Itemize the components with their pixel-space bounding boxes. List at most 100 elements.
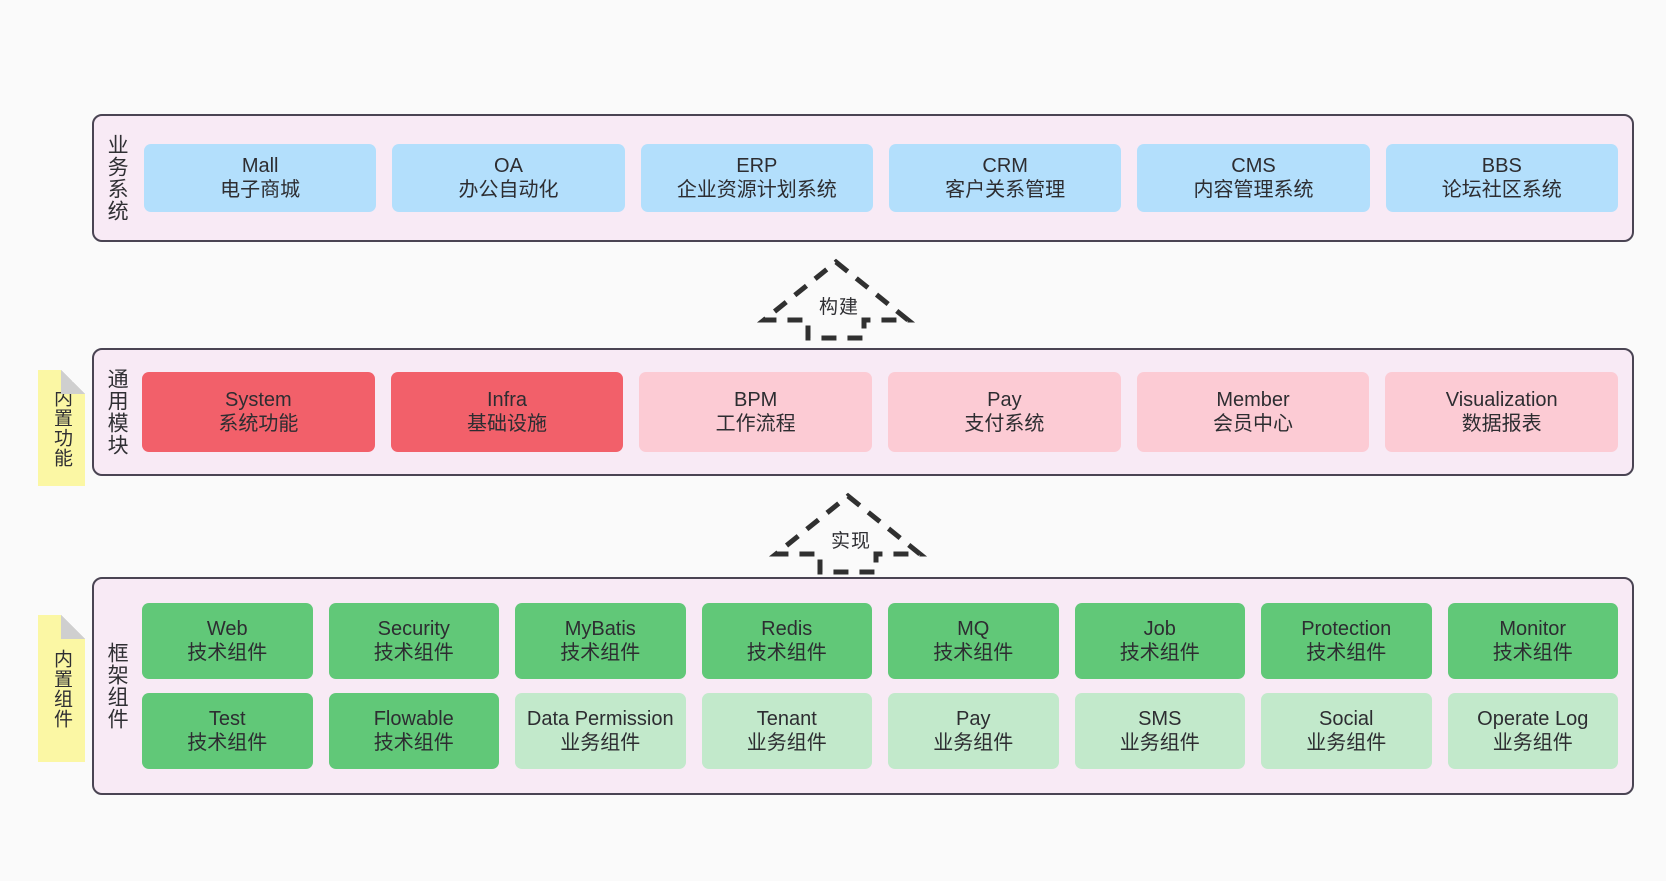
- node-redis-desc: 技术组件: [746, 642, 827, 664]
- node-cms-name: CMS: [1231, 154, 1276, 177]
- node-job[interactable]: Job 技术组件: [1074, 603, 1245, 679]
- node-oa-desc: 办公自动化: [458, 179, 559, 201]
- node-data-permission[interactable]: Data Permission 业务组件: [515, 693, 686, 769]
- node-mall-name: Mall: [241, 154, 279, 177]
- node-mq[interactable]: MQ 技术组件: [888, 603, 1059, 679]
- node-visualization[interactable]: Visualization 数据报表: [1385, 372, 1619, 452]
- row-business-1: Mall 电子商城 OA 办公自动化 ERP 企业资源计划系统 CRM 客户关系…: [144, 144, 1618, 212]
- node-pay-component-desc: 业务组件: [933, 732, 1014, 754]
- node-bbs-desc: 论坛社区系统: [1441, 179, 1562, 201]
- node-crm[interactable]: CRM 客户关系管理: [888, 144, 1122, 212]
- node-pay-module-desc: 支付系统: [964, 413, 1045, 435]
- arrow-build-label: 构建: [819, 297, 860, 318]
- node-flowable-desc: 技术组件: [373, 732, 454, 754]
- node-member-desc: 会员中心: [1213, 413, 1294, 435]
- note-builtin-components: 内置组件: [38, 615, 85, 762]
- node-tenant-name: Tenant: [756, 707, 817, 730]
- node-bpm-name: BPM: [734, 388, 778, 411]
- node-pay-module-name: Pay: [987, 388, 1022, 411]
- node-bbs[interactable]: BBS 论坛社区系统: [1385, 144, 1618, 212]
- node-test[interactable]: Test 技术组件: [142, 693, 313, 769]
- layer-business-systems: 业务系统 Mall 电子商城 OA 办公自动化 ERP 企业资源计划系统 CRM…: [92, 114, 1634, 242]
- node-web-name: Web: [206, 617, 248, 640]
- node-erp-desc: 企业资源计划系统: [676, 179, 837, 201]
- node-tenant[interactable]: Tenant 业务组件: [701, 693, 872, 769]
- layer-framework-components: 框架组件 Web 技术组件 Security 技术组件 MyBatis 技术组件…: [92, 577, 1634, 795]
- row-framework-2: Test 技术组件 Flowable 技术组件 Data Permission …: [142, 693, 1618, 769]
- node-visualization-desc: 数据报表: [1461, 413, 1542, 435]
- node-crm-name: CRM: [982, 154, 1028, 177]
- node-mall-desc: 电子商城: [220, 179, 301, 201]
- node-social[interactable]: Social 业务组件: [1261, 693, 1432, 769]
- node-social-name: Social: [1319, 707, 1374, 730]
- node-mybatis[interactable]: MyBatis 技术组件: [515, 603, 686, 679]
- note-builtin-components-label: 内置组件: [50, 648, 72, 729]
- node-visualization-name: Visualization: [1445, 388, 1558, 411]
- node-oa-name: OA: [494, 154, 523, 177]
- node-flowable[interactable]: Flowable 技术组件: [328, 693, 499, 769]
- node-infra-desc: 基础设施: [467, 413, 547, 435]
- node-cms-desc: 内容管理系统: [1193, 179, 1314, 201]
- node-redis-name: Redis: [761, 617, 813, 640]
- node-data-permission-name: Data Permission: [526, 707, 674, 730]
- node-mybatis-name: MyBatis: [564, 617, 636, 640]
- node-protection[interactable]: Protection 技术组件: [1261, 603, 1432, 679]
- node-monitor[interactable]: Monitor 技术组件: [1447, 603, 1618, 679]
- layer-common-modules: 通用模块 System 系统功能 Infra 基础设施 BPM 工作流程 Pay…: [92, 348, 1634, 476]
- node-monitor-name: Monitor: [1499, 617, 1567, 640]
- node-pay-component[interactable]: Pay 业务组件: [888, 693, 1059, 769]
- node-pay-component-name: Pay: [956, 707, 991, 730]
- node-web[interactable]: Web 技术组件: [142, 603, 313, 679]
- arrow-build-icon: [756, 258, 916, 341]
- node-flowable-name: Flowable: [373, 707, 454, 730]
- arrow-implement: 实现: [768, 492, 928, 575]
- node-redis[interactable]: Redis 技术组件: [701, 603, 872, 679]
- node-security-name: Security: [377, 617, 450, 640]
- node-web-desc: 技术组件: [187, 642, 268, 664]
- node-mq-name: MQ: [957, 617, 990, 640]
- arrow-implement-icon: [768, 492, 928, 575]
- node-security[interactable]: Security 技术组件: [328, 603, 499, 679]
- row-framework-1: Web 技术组件 Security 技术组件 MyBatis 技术组件 Redi…: [142, 603, 1618, 679]
- layer-body-framework: Web 技术组件 Security 技术组件 MyBatis 技术组件 Redi…: [138, 579, 1632, 793]
- node-monitor-desc: 技术组件: [1492, 642, 1573, 664]
- node-job-name: Job: [1143, 617, 1176, 640]
- node-system-desc: 系统功能: [218, 413, 299, 435]
- layer-title-modules: 通用模块: [105, 368, 129, 456]
- node-mq-desc: 技术组件: [933, 642, 1014, 664]
- node-erp[interactable]: ERP 企业资源计划系统: [640, 144, 873, 212]
- node-protection-name: Protection: [1301, 617, 1392, 640]
- node-sms[interactable]: SMS 业务组件: [1074, 693, 1245, 769]
- node-security-desc: 技术组件: [373, 642, 454, 664]
- note-builtin-features-label: 内置功能: [50, 388, 72, 468]
- node-test-name: Test: [208, 707, 246, 730]
- node-operate-log-desc: 业务组件: [1492, 732, 1573, 754]
- node-operate-log[interactable]: Operate Log 业务组件: [1447, 693, 1618, 769]
- note-builtin-features: 内置功能: [38, 370, 85, 486]
- node-cms[interactable]: CMS 内容管理系统: [1137, 144, 1370, 212]
- node-protection-desc: 技术组件: [1306, 642, 1387, 664]
- node-test-desc: 技术组件: [187, 732, 268, 754]
- layer-body-modules: System 系统功能 Infra 基础设施 BPM 工作流程 Pay 支付系统…: [138, 350, 1632, 474]
- node-pay-module[interactable]: Pay 支付系统: [888, 372, 1121, 452]
- node-mall[interactable]: Mall 电子商城: [144, 144, 377, 212]
- node-infra-name: Infra: [486, 388, 528, 411]
- node-oa[interactable]: OA 办公自动化: [392, 144, 625, 212]
- node-system[interactable]: System 系统功能: [142, 372, 375, 452]
- row-modules-1: System 系统功能 Infra 基础设施 BPM 工作流程 Pay 支付系统…: [142, 372, 1619, 452]
- node-sms-desc: 业务组件: [1119, 732, 1200, 754]
- node-sms-name: SMS: [1138, 707, 1182, 730]
- node-mybatis-desc: 技术组件: [560, 642, 641, 664]
- node-erp-name: ERP: [736, 154, 778, 177]
- node-bpm[interactable]: BPM 工作流程: [639, 372, 873, 452]
- layer-title-business: 业务系统: [105, 134, 129, 222]
- node-data-permission-desc: 业务组件: [560, 732, 641, 754]
- node-operate-log-name: Operate Log: [1477, 707, 1589, 730]
- node-member[interactable]: Member 会员中心: [1136, 372, 1370, 452]
- node-tenant-desc: 业务组件: [746, 732, 827, 754]
- node-bbs-name: BBS: [1481, 154, 1522, 177]
- layer-title-framework: 框架组件: [105, 642, 129, 730]
- arrow-build: 构建: [756, 258, 916, 341]
- node-system-name: System: [224, 388, 292, 411]
- node-infra[interactable]: Infra 基础设施: [390, 372, 624, 452]
